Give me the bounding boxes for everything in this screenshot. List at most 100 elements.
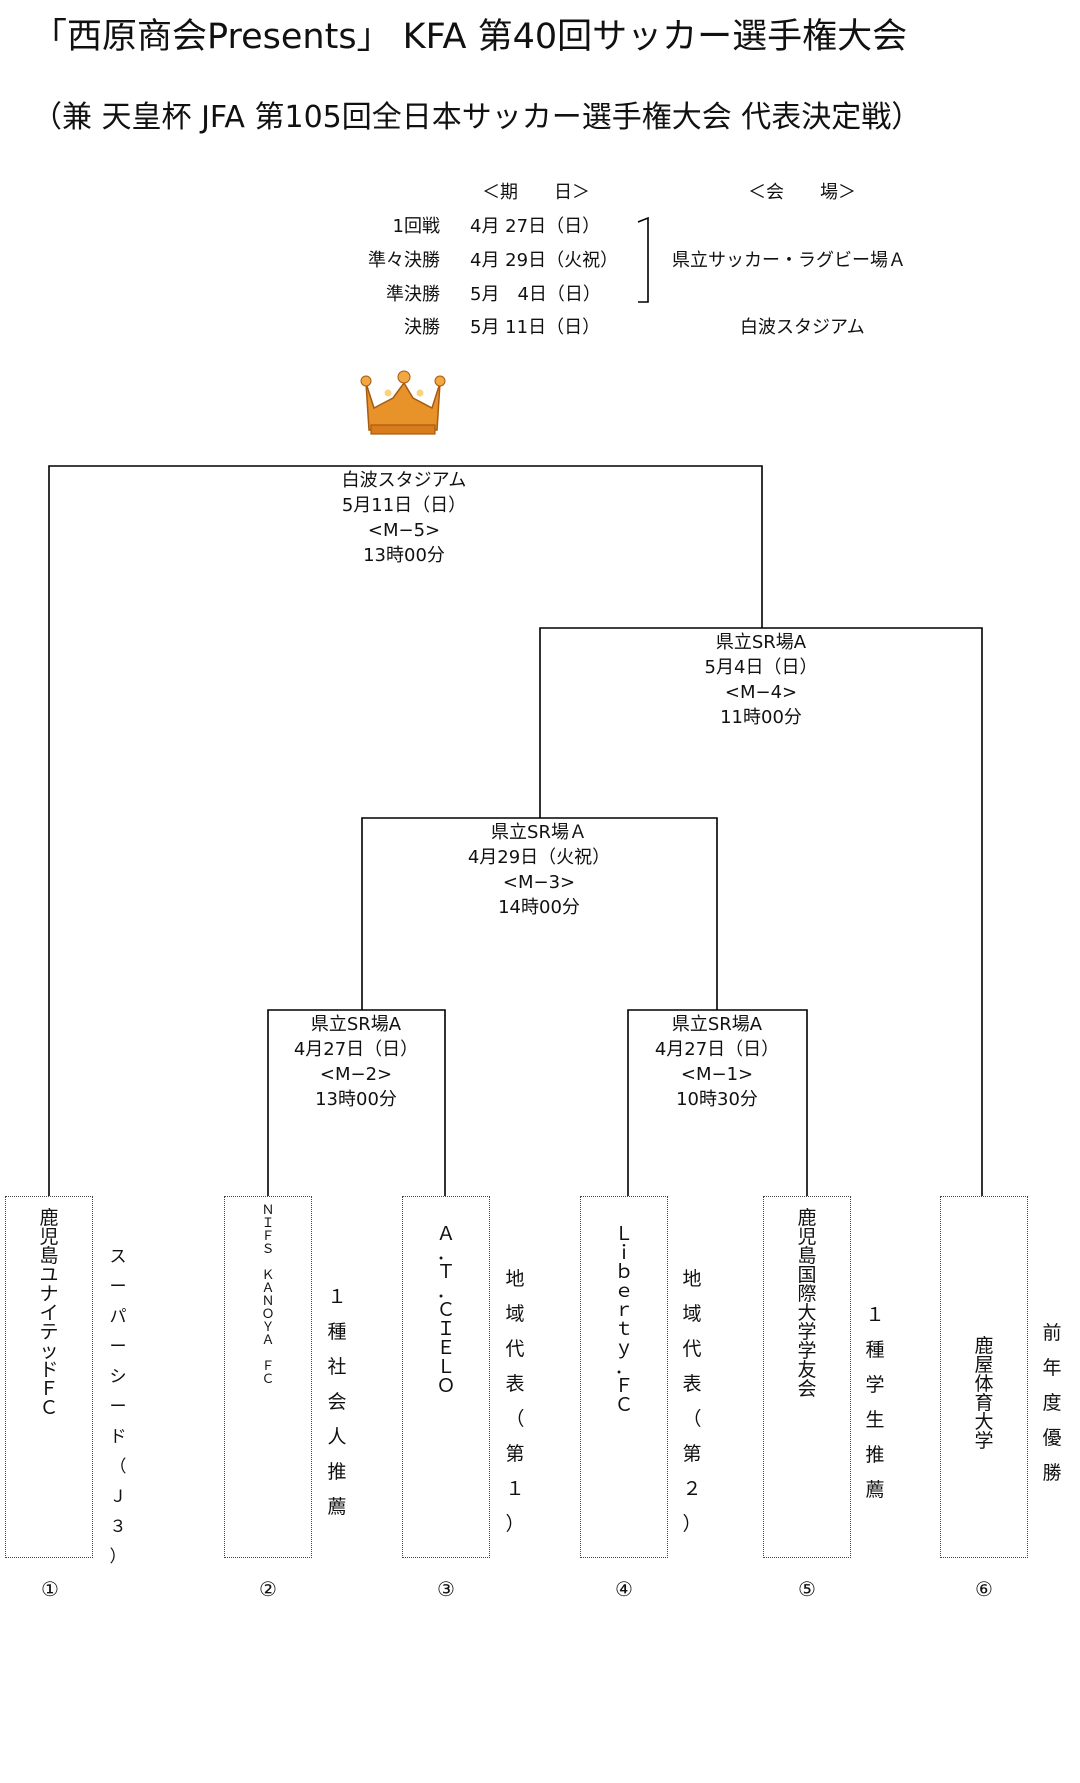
vertical-glyph: Ｃ: [39, 1397, 59, 1419]
vertical-glyph: Ｃ: [614, 1394, 634, 1416]
match-time: 10時30分: [676, 1089, 758, 1110]
vertical-glyph: 優: [1042, 1427, 1062, 1449]
vertical-glyph: 島: [39, 1245, 59, 1267]
match-date: 5月11日（日）: [341, 495, 467, 516]
vertical-glyph: 育: [974, 1392, 994, 1414]
vertical-glyph: （: [682, 1408, 702, 1430]
round-label: 1回戦: [392, 216, 440, 237]
vertical-glyph: ）: [505, 1513, 525, 1535]
vertical-glyph: 推: [327, 1461, 347, 1483]
vertical-glyph: ド: [39, 1359, 59, 1381]
vertical-glyph: Ｌ: [614, 1223, 634, 1245]
vertical-glyph: 学: [797, 1321, 817, 1343]
vertical-glyph: 国: [797, 1264, 817, 1286]
vertical-glyph: 第: [682, 1443, 702, 1465]
match-code: <M−1>: [680, 1064, 754, 1085]
vertical-glyph: Ａ: [261, 1281, 275, 1296]
match-venue: 県立SR場A: [671, 1014, 763, 1035]
bracket-line-m2: [267, 1009, 446, 1196]
vertical-glyph: Ｆ: [261, 1359, 275, 1374]
round-label: 準決勝: [386, 284, 440, 305]
round-date: 4月 27日（日）: [470, 216, 601, 237]
vertical-glyph: 第: [505, 1443, 525, 1465]
vertical-glyph: 会: [327, 1391, 347, 1413]
vertical-glyph: 年: [1042, 1357, 1062, 1379]
vertical-glyph: Ｓ: [261, 1242, 275, 1257]
vertical-glyph: ２: [682, 1478, 702, 1500]
vertical-glyph: 勝: [1042, 1462, 1062, 1484]
vertical-glyph: ｙ: [614, 1337, 634, 1359]
vertical-glyph: 大: [797, 1302, 817, 1324]
vertical-glyph: Ａ: [261, 1333, 275, 1348]
match-code: <M−4>: [724, 682, 798, 703]
vertical-glyph: 種: [327, 1321, 347, 1343]
venue-header: ＜会 場＞: [748, 182, 856, 203]
vertical-glyph: [266, 1251, 270, 1264]
match-date: 4月29日（火祝）: [467, 847, 611, 868]
vertical-glyph: 推: [865, 1444, 885, 1466]
match-label-m3: 県立SR場Ａ 4月29日（火祝） <M−3> 14時00分: [439, 820, 639, 920]
vertical-glyph: 学: [974, 1430, 994, 1452]
vertical-glyph: Ｆ: [39, 1378, 59, 1400]
match-label-m4: 県立SR場A 5月4日（日） <M−4> 11時00分: [661, 630, 861, 730]
round-date: 4月 29日（火祝）: [470, 250, 619, 271]
vertical-glyph: 域: [682, 1303, 702, 1325]
bracket-line-m4: [539, 627, 983, 1196]
vertical-glyph: Ｋ: [261, 1268, 275, 1283]
vertical-glyph: 薦: [865, 1479, 885, 1501]
vertical-glyph: ｔ: [614, 1318, 634, 1340]
vertical-glyph: Ｊ: [109, 1487, 127, 1507]
venue-a: 県立サッカー・ラグビー場Ａ: [672, 250, 906, 271]
team-box: 鹿屋体育大学: [940, 1196, 1028, 1558]
match-code: <M−3>: [502, 872, 576, 893]
vertical-glyph: ー: [109, 1337, 127, 1357]
vertical-glyph: １: [327, 1286, 347, 1308]
vertical-glyph: ）: [682, 1513, 702, 1535]
seed-number: ⑥: [975, 1577, 993, 1601]
venue-final: 白波スタジアム: [740, 317, 865, 338]
vertical-glyph: 社: [327, 1356, 347, 1378]
vertical-glyph: Ｎ: [261, 1203, 275, 1218]
vertical-glyph: Ｉ: [261, 1216, 275, 1231]
round-date: 5月 4日（日）: [470, 284, 601, 305]
match-label-m5: 白波スタジアム 5月11日（日） <M−5> 13時00分: [304, 468, 504, 568]
vertical-glyph: ．: [436, 1242, 456, 1264]
vertical-glyph: ．: [436, 1280, 456, 1302]
vertical-glyph: 島: [797, 1245, 817, 1267]
vertical-glyph: イ: [39, 1302, 59, 1324]
vertical-glyph: 屋: [974, 1354, 994, 1376]
vertical-glyph: 表: [505, 1373, 525, 1395]
vertical-glyph: Ｉ: [436, 1318, 456, 1340]
seed-number: ②: [259, 1577, 277, 1601]
match-date: 4月27日（日）: [293, 1039, 419, 1060]
round-label: 準々決勝: [368, 250, 440, 271]
bracket-line-m5: [48, 465, 763, 1196]
seed-number: ①: [41, 1577, 59, 1601]
bracket-line-m1: [627, 1009, 808, 1196]
bracket-line-m3: [361, 817, 718, 1010]
vertical-glyph: 児: [797, 1226, 817, 1248]
vertical-glyph: パ: [109, 1307, 127, 1327]
vertical-glyph: 体: [974, 1373, 994, 1395]
vertical-glyph: Ｙ: [261, 1320, 275, 1335]
match-date: 5月4日（日）: [704, 657, 818, 678]
round-label: 決勝: [404, 317, 440, 338]
vertical-glyph: Ｎ: [261, 1294, 275, 1309]
match-date: 4月27日（日）: [654, 1039, 780, 1060]
team-note: 前年度優勝: [1037, 1316, 1067, 1491]
match-code: <M−5>: [367, 520, 441, 541]
schedule-brace: [637, 216, 649, 303]
vertical-glyph: ．: [614, 1356, 634, 1378]
vertical-glyph: 学: [797, 1340, 817, 1362]
vertical-glyph: 生: [865, 1409, 885, 1431]
vertical-glyph: １: [865, 1304, 885, 1326]
vertical-glyph: 代: [505, 1338, 525, 1360]
round-date: 5月 11日（日）: [470, 317, 601, 338]
match-venue: 白波スタジアム: [341, 470, 467, 491]
vertical-glyph: 大: [974, 1411, 994, 1433]
